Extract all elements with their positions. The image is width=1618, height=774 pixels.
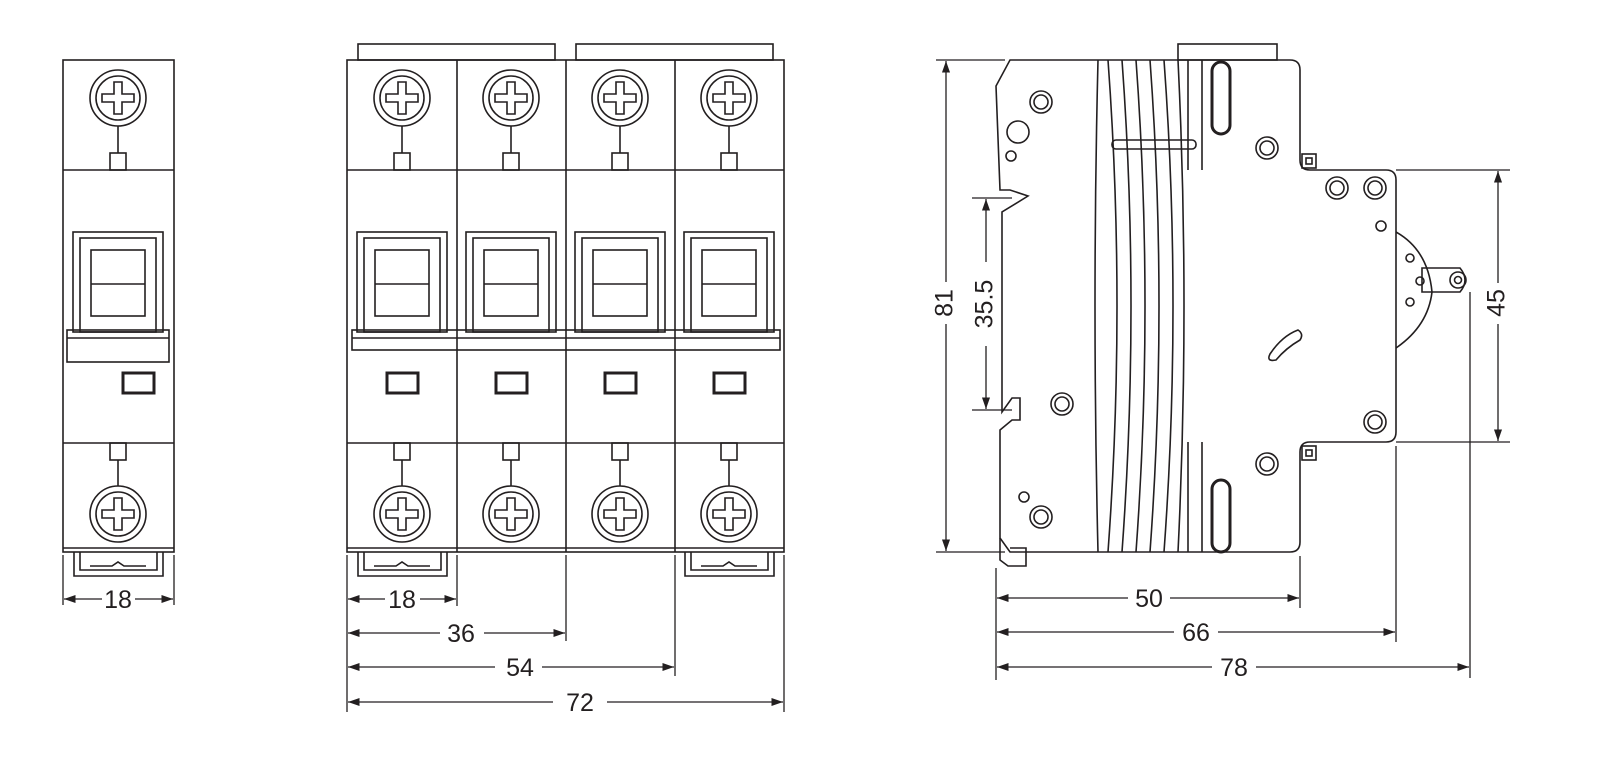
- pole-1: [356, 69, 448, 543]
- front-view-4p: 18 36 54 72: [346, 43, 785, 717]
- handle: [356, 231, 448, 333]
- indicator-window: [603, 371, 638, 395]
- rivet-hole: [1029, 505, 1053, 529]
- dim-label-height-81: 81: [931, 289, 959, 317]
- terminal-screw-icon: [591, 69, 649, 127]
- terminal-screw-icon: [591, 485, 649, 543]
- handle: [465, 231, 557, 333]
- pole-2: [465, 69, 557, 543]
- side-view: 81 35.5 45 50 66 78: [931, 43, 1511, 682]
- indicator-window: [712, 371, 747, 395]
- rivet-hole: [1255, 136, 1279, 160]
- handle: [683, 231, 775, 333]
- dim-label-4p-54: 54: [506, 654, 534, 682]
- pole-3: [574, 69, 666, 543]
- terminal-screw-icon: [373, 69, 431, 127]
- dim-label-depth-66: 66: [1182, 619, 1210, 647]
- pole-4: [683, 69, 775, 543]
- dim-label-rail-35-5: 35.5: [971, 280, 999, 329]
- dim-label-depth-50: 50: [1135, 585, 1163, 613]
- handle: [574, 231, 666, 333]
- dim-label-4p-72: 72: [566, 689, 594, 717]
- indicator-window: [494, 371, 529, 395]
- rivet-hole: [1363, 176, 1387, 200]
- dim-label-4p-18: 18: [388, 586, 416, 614]
- dim-label-4p-36: 36: [447, 620, 475, 648]
- dim-label-1p-width: 18: [104, 586, 132, 614]
- front-view-1p: 18: [62, 59, 175, 614]
- terminal-screw-icon: [482, 69, 540, 127]
- rivet-hole: [1050, 392, 1074, 416]
- rivet-hole: [1363, 410, 1387, 434]
- terminal-screw-icon: [373, 485, 431, 543]
- dim-label-front-45: 45: [1483, 289, 1511, 317]
- dim-label-depth-78: 78: [1220, 654, 1248, 682]
- terminal-screw-icon: [482, 485, 540, 543]
- terminal-screw-icon: [700, 485, 758, 543]
- rivet-hole: [1325, 176, 1349, 200]
- terminal-screw-icon: [700, 69, 758, 127]
- indicator-window: [385, 371, 420, 395]
- rivet-hole: [1255, 452, 1279, 476]
- rivet-hole: [1029, 90, 1053, 114]
